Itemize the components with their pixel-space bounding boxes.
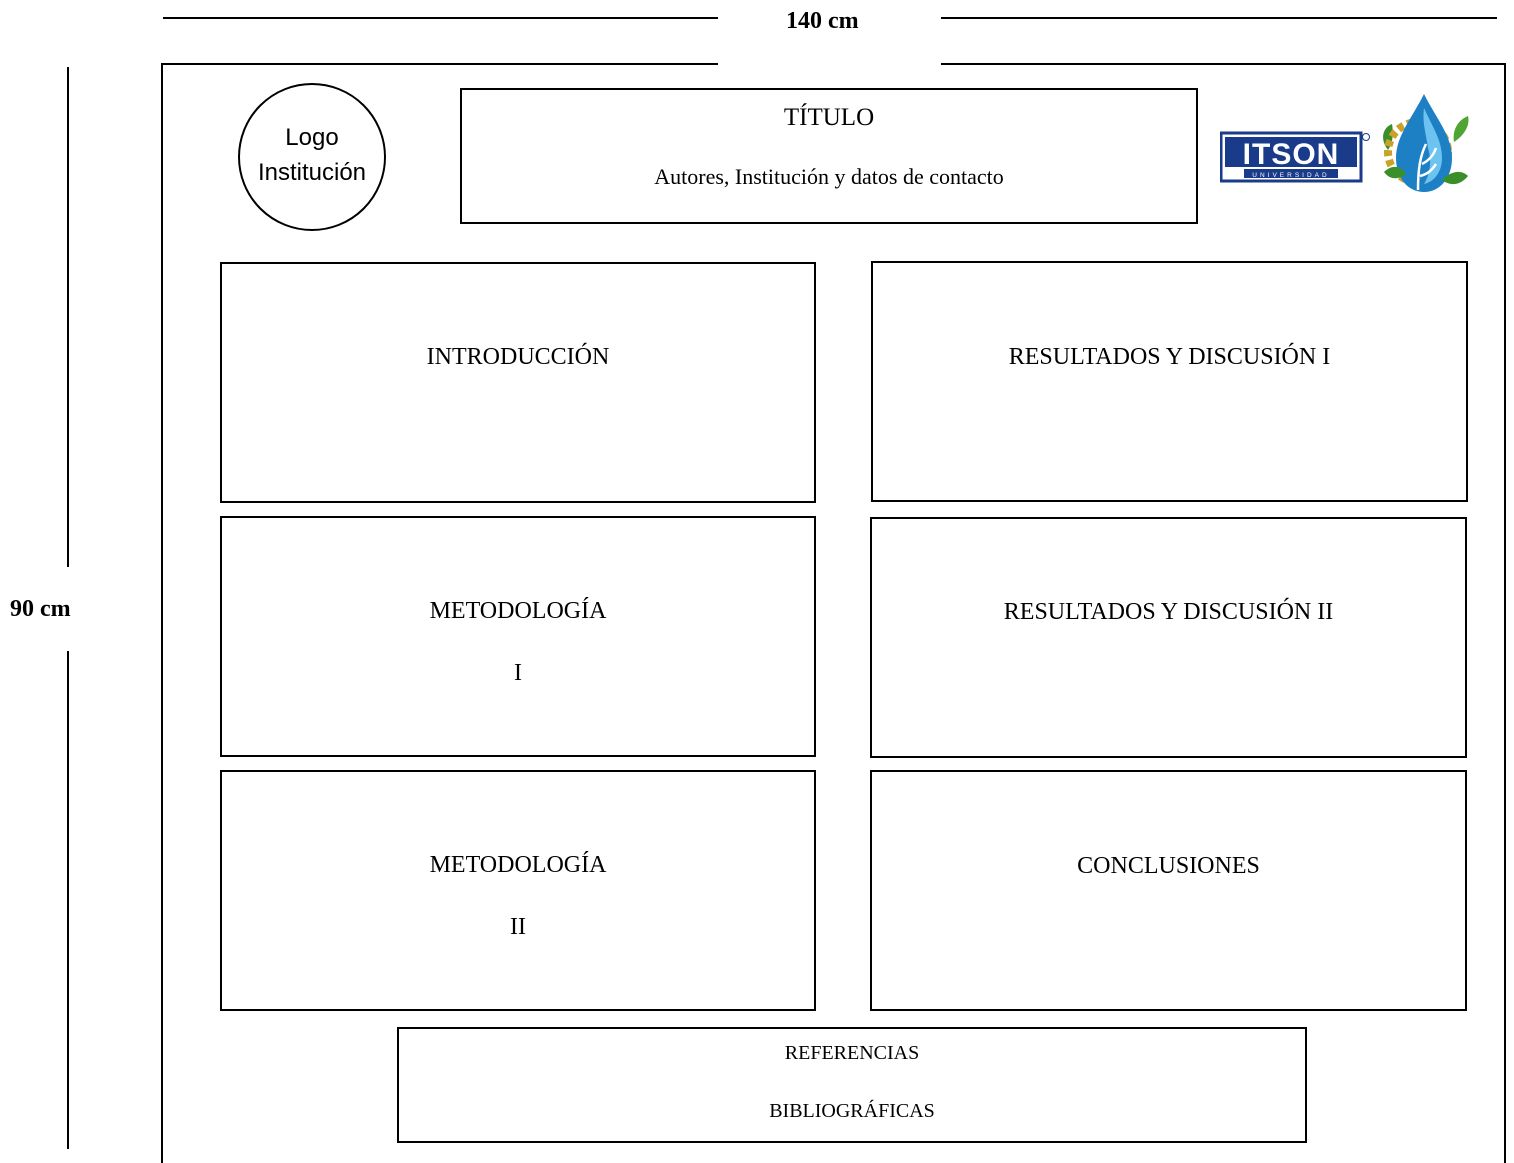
section-conclusiones: CONCLUSIONES — [870, 770, 1467, 1011]
section-introduccion: INTRODUCCIÓN — [220, 262, 816, 503]
title-box: TÍTULO Autores, Institución y datos de c… — [460, 88, 1198, 224]
height-dimension-line-bottom — [67, 651, 69, 1149]
section-metodologia-1: METODOLOGÍA I — [220, 516, 816, 757]
section-resultados-1: RESULTADOS Y DISCUSIÓN I — [871, 261, 1468, 502]
referencias-line1: REFERENCIAS — [784, 1042, 920, 1064]
itson-logo-band — [1225, 137, 1357, 167]
authors-text: Autores, Institución y datos de contacto — [654, 164, 1004, 189]
height-dimension-line-top — [67, 67, 69, 567]
metodologia-1-label: METODOLOGÍA — [429, 598, 607, 624]
introduccion-label: INTRODUCCIÓN — [426, 344, 610, 370]
poster-top-gap — [718, 60, 941, 66]
title-text: TÍTULO — [783, 104, 875, 131]
emblem-icon — [1383, 94, 1469, 192]
width-dimension-label: 140 cm — [786, 8, 859, 34]
itson-logo-subtext: UNIVERSIDAD — [1252, 172, 1329, 179]
emblem-leaf-bottom-icon — [1384, 166, 1406, 179]
conclusiones-label: CONCLUSIONES — [1077, 853, 1260, 879]
metodologia-2-label: METODOLOGÍA — [429, 852, 607, 878]
referencias-line2: BIBLIOGRÁFICAS — [769, 1100, 935, 1122]
resultados-2-label: RESULTADOS Y DISCUSIÓN II — [1003, 599, 1334, 625]
emblem-leaf-bottom-right-icon — [1442, 171, 1468, 185]
emblem-leaf-right-icon — [1453, 116, 1469, 142]
width-dimension-line-left — [163, 17, 718, 19]
registered-mark-icon — [1362, 133, 1370, 141]
height-dimension-label: 90 cm — [10, 596, 71, 622]
logo-placeholder-line2: Institución — [257, 158, 367, 186]
section-referencias: REFERENCIAS BIBLIOGRÁFICAS — [397, 1027, 1307, 1143]
metodologia-2-number: II — [510, 914, 526, 940]
itson-logo: ITSON UNIVERSIDAD — [1220, 131, 1370, 183]
resultados-1-label: RESULTADOS Y DISCUSIÓN I — [1008, 344, 1331, 370]
logo-placeholder-line1: Logo — [285, 124, 339, 151]
section-metodologia-2: METODOLOGÍA II — [220, 770, 816, 1011]
itson-logo-text: ITSON — [1243, 138, 1340, 171]
itson-logo-subband — [1244, 169, 1338, 178]
section-resultados-2: RESULTADOS Y DISCUSIÓN II — [870, 517, 1467, 758]
emblem-drop-highlight — [1423, 108, 1442, 184]
emblem-plant-icon — [1416, 143, 1438, 191]
width-dimension-line-right — [941, 17, 1497, 19]
institution-logo-placeholder: Logo Institución — [238, 83, 386, 231]
metodologia-1-number: I — [514, 660, 522, 686]
